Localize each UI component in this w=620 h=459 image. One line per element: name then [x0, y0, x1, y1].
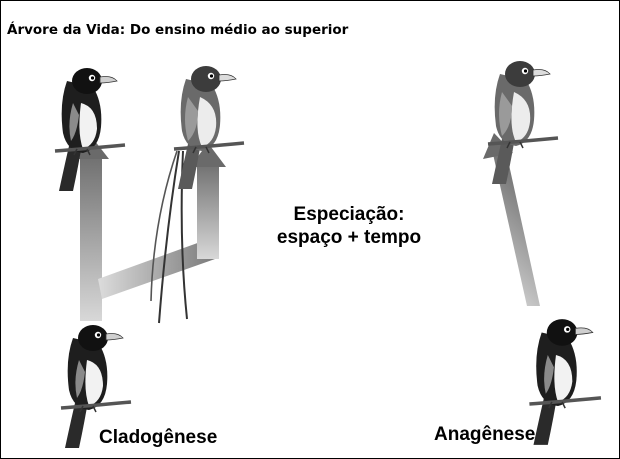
bird-icon: [486, 59, 560, 186]
speciation-label-line2: espaço + tempo: [276, 227, 422, 248]
anagenesis-label: Anagênese: [434, 424, 536, 445]
bird-icon: [527, 317, 603, 447]
slide-title: Árvore da Vida: Do ensino médio ao super…: [7, 22, 349, 38]
anagenesis-arrow: [483, 133, 540, 306]
cladogenesis-label: Cladogênese: [99, 427, 218, 448]
anagenesis-arrow-shaft: [493, 151, 540, 306]
arrow-branch: [98, 241, 215, 299]
tail-feather-icon: [150, 150, 178, 302]
arrow-right-head: [190, 143, 226, 167]
cladogenesis-arrows: [73, 136, 226, 321]
tail-feather-icon: [158, 150, 180, 324]
arrow-right-shaft: [197, 161, 219, 259]
arrow-left-shaft: [80, 153, 102, 321]
speciation-label-line1: Especiação:: [293, 204, 405, 225]
